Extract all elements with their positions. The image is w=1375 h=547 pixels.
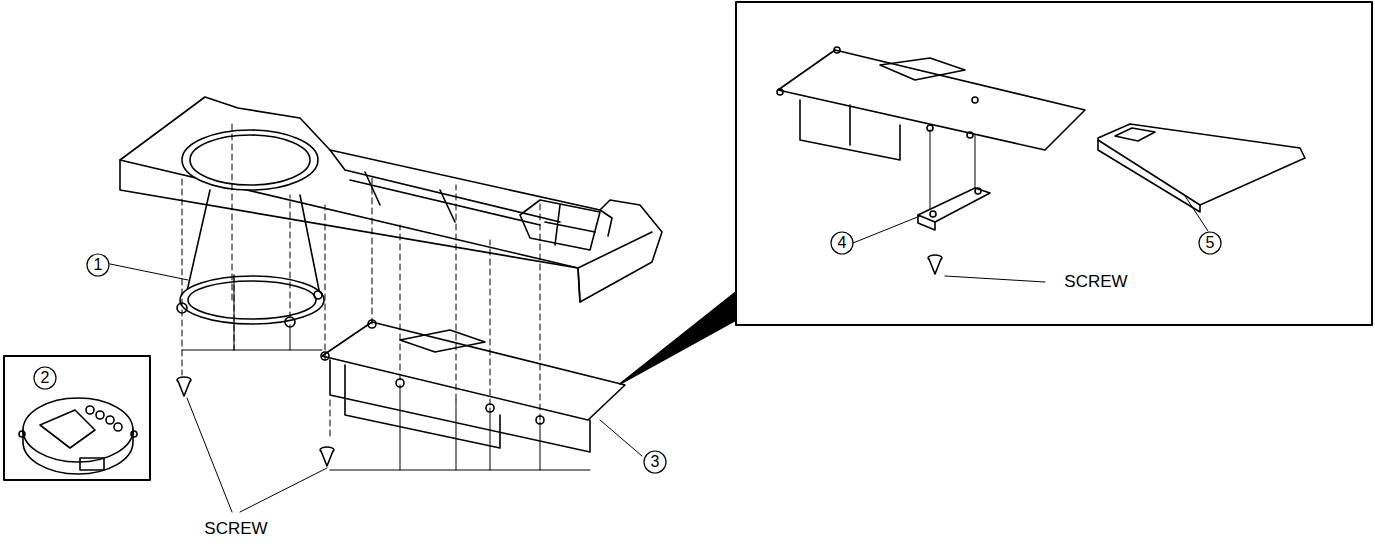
part-name: SCREW bbox=[1064, 272, 1127, 292]
screw-symbol bbox=[177, 255, 942, 466]
leader-line bbox=[110, 196, 1208, 512]
callout-circle bbox=[34, 232, 1221, 473]
part-name: SCREW bbox=[204, 519, 267, 539]
detail-inset bbox=[620, 2, 1372, 384]
detail-inset bbox=[4, 356, 150, 480]
assembly-lines bbox=[182, 275, 590, 470]
callout-number: 5 bbox=[1206, 233, 1215, 253]
callout-number: 1 bbox=[94, 255, 103, 275]
console-tray bbox=[321, 320, 625, 452]
callout-number: 3 bbox=[651, 452, 660, 472]
cup-holder-bezel bbox=[177, 190, 324, 327]
assembly-lines bbox=[182, 120, 540, 440]
callout-number: 2 bbox=[41, 368, 50, 388]
callout-number: 4 bbox=[838, 233, 847, 253]
console-body bbox=[120, 97, 662, 302]
